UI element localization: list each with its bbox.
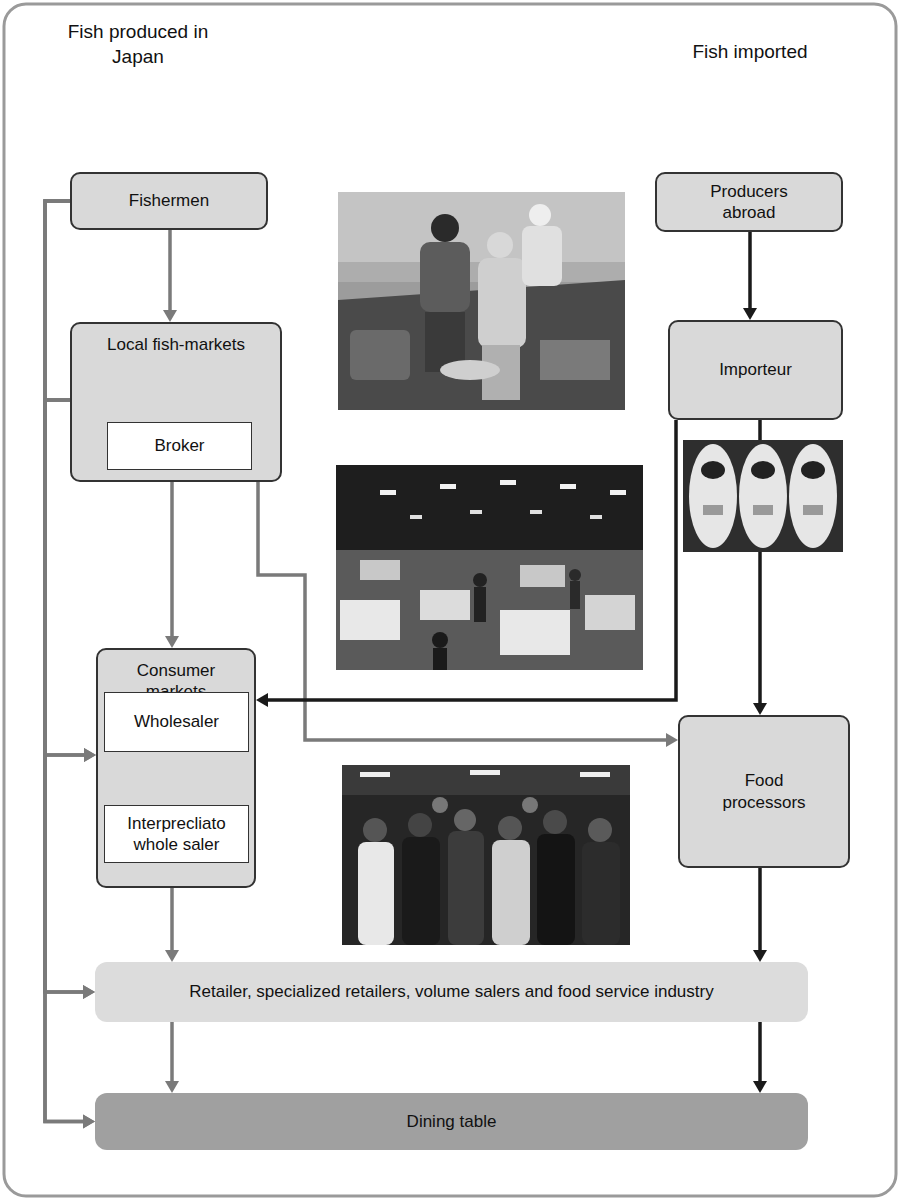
retail-band: Retailer, specialized retailers, volume … <box>95 962 808 1022</box>
arrow-head <box>165 950 179 962</box>
node-text: Fishermen <box>129 190 209 211</box>
arrow-head <box>83 985 95 999</box>
flow-line <box>45 400 85 1122</box>
arrow-head <box>83 1115 95 1129</box>
node-text: Food processors <box>709 770 819 813</box>
flow-line <box>45 400 85 992</box>
arrow-head <box>84 748 96 762</box>
flow-line <box>168 230 172 312</box>
flow-arrow <box>163 230 177 322</box>
frozen-fish-photo <box>683 440 843 552</box>
node-text: Importeur <box>719 359 792 380</box>
flow-arrow <box>743 232 757 320</box>
flow-arrow <box>165 1022 179 1093</box>
market-group-box: Local fish-marketsBroker <box>70 322 282 482</box>
source-box: Fishermen <box>70 172 268 230</box>
node-text: Local fish-markets <box>107 334 245 355</box>
flow-line <box>170 482 174 638</box>
process-box: Food processors <box>678 715 850 868</box>
flow-line <box>758 1022 762 1083</box>
node-text: Retailer, specialized retailers, volume … <box>189 981 713 1002</box>
flow-arrow <box>753 868 767 962</box>
flow-line <box>170 888 174 952</box>
flow-arrow <box>45 400 95 999</box>
role-box: Interprecliato whole saler <box>104 805 249 863</box>
flow-arrow <box>256 420 676 707</box>
flow-line <box>45 201 85 992</box>
arrow-head <box>753 1081 767 1093</box>
arrow-head <box>256 693 268 707</box>
arrow-head <box>753 703 767 715</box>
auction-crowd-photo <box>342 765 630 945</box>
market-group-box: Consumer marketsWholesalerInterprecliato… <box>96 648 256 888</box>
role-box: Wholesaler <box>104 692 249 752</box>
arrow-head <box>165 636 179 648</box>
flow-arrow <box>165 888 179 962</box>
arrow-head <box>753 950 767 962</box>
flow-arrow <box>45 400 95 1129</box>
node-text: Interprecliato whole saler <box>105 813 248 856</box>
arrow-head <box>84 748 96 762</box>
node-text: Dining table <box>407 1111 497 1132</box>
flow-line <box>170 1022 174 1083</box>
role-box: Broker <box>107 422 252 470</box>
process-box: Importeur <box>668 320 843 420</box>
boat-photo <box>338 192 625 410</box>
node-text: Wholesaler <box>134 711 219 732</box>
flow-line <box>748 232 752 310</box>
column-heading: Fish produced in Japan <box>58 20 218 69</box>
source-box: Producers abroad <box>655 172 843 232</box>
flow-line <box>266 420 676 700</box>
flow-arrow <box>45 201 95 999</box>
consumer-band: Dining table <box>95 1093 808 1150</box>
arrow-head <box>165 1081 179 1093</box>
flow-line <box>758 868 762 952</box>
flow-arrow <box>165 482 179 648</box>
arrow-head <box>743 308 757 320</box>
market-hall-photo <box>336 465 643 670</box>
node-text: Producers abroad <box>694 181 804 224</box>
node-text: Broker <box>154 435 204 456</box>
column-heading: Fish imported <box>690 40 810 65</box>
arrow-head <box>666 733 678 747</box>
arrow-head <box>83 985 95 999</box>
flow-arrow <box>753 1022 767 1093</box>
arrow-head <box>83 1115 95 1129</box>
arrow-head <box>163 310 177 322</box>
